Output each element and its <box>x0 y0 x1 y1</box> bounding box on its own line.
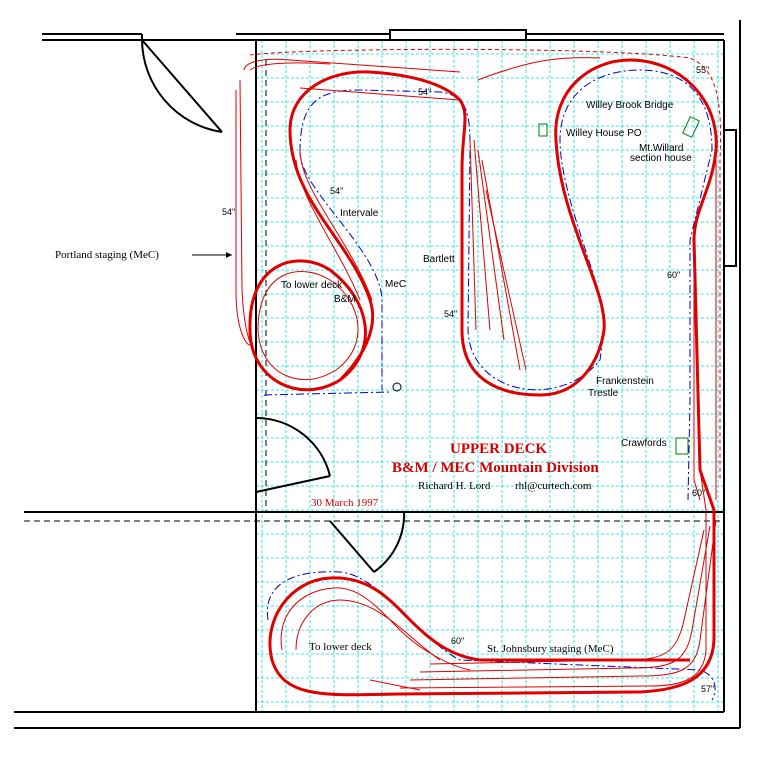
structures <box>392 116 700 455</box>
label-trestle: Trestle <box>588 388 619 399</box>
label-crawfords: Crawfords <box>621 438 667 449</box>
label-to-lower-deck-top: To lower deck <box>281 280 343 291</box>
label-mec: MeC <box>385 279 406 290</box>
dim-54-bartlett: 54" <box>444 309 457 319</box>
grid <box>256 40 724 712</box>
dim-57: 57" <box>701 684 714 694</box>
label-bm: B&M <box>334 294 356 305</box>
label-frankenstein: Frankenstein <box>596 376 654 387</box>
label-bartlett: Bartlett <box>423 254 455 265</box>
label-willey-brook-bridge: Willey Brook Bridge <box>586 100 674 111</box>
label-mt-willard: Mt.Willard <box>639 143 683 154</box>
label-portland-staging: Portland staging (MeC) <box>55 249 159 261</box>
dim-54-top: 54" <box>418 87 431 97</box>
dim-55: 55" <box>696 65 709 75</box>
dim-60-lower-right: 60" <box>692 488 705 498</box>
label-intervale: Intervale <box>340 208 379 219</box>
dim-60-bottom: 60" <box>451 636 464 646</box>
label-willey-house-po: Willey House PO <box>566 128 642 139</box>
dim-54-intervale: 54" <box>330 186 343 196</box>
label-st-johnsbury: St. Johnsbury staging (MeC) <box>487 643 614 655</box>
dim-60-right: 60" <box>667 270 680 280</box>
label-section-house: section house <box>630 153 692 164</box>
title-line1: UPPER DECK <box>450 441 547 457</box>
title-line2: B&M / MEC Mountain Division <box>392 460 599 476</box>
label-to-lower-deck-bottom: To lower deck <box>309 641 372 653</box>
walls <box>14 20 741 729</box>
date: 30 March 1997 <box>311 497 379 509</box>
author: Richard H. Lord <box>418 480 491 492</box>
email: rhl@curtech.com <box>515 480 592 492</box>
dimensions: 54" 54" 54" 54" 55" 60" 60" 60" 57" <box>222 65 714 694</box>
labels: Portland staging (MeC) To lower deck B&M… <box>55 100 692 655</box>
dim-54-left: 54" <box>222 207 235 217</box>
track-work <box>235 48 722 697</box>
